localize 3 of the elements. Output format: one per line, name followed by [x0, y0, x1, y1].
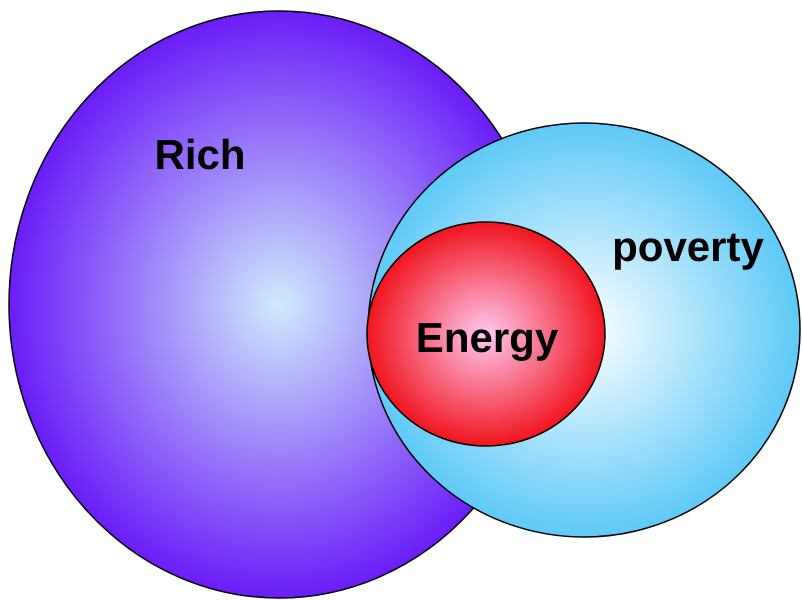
set-label: Energy [416, 317, 558, 359]
set-label: Rich [154, 134, 246, 176]
set-label: poverty [612, 226, 764, 268]
